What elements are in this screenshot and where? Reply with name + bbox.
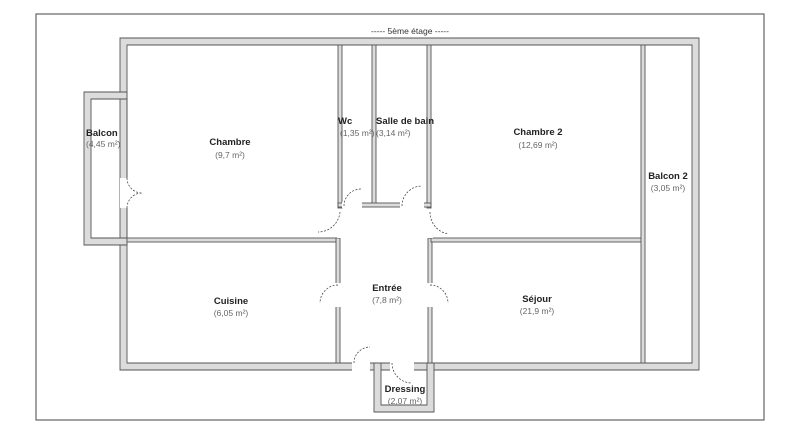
wall-chambre-cuisine: [126, 237, 339, 243]
room-area-sejour: (21,9 m²): [520, 306, 555, 316]
door-swing-dressing: [391, 362, 413, 384]
wall-sdb-chambre2: [426, 44, 432, 209]
wall-balcon2: [640, 44, 646, 364]
room-area-cuisine: (6,05 m²): [214, 308, 249, 318]
room-name-balcon2: Balcon 2: [648, 171, 688, 182]
outer-wall: [119, 37, 700, 371]
door-swing-chambre: [317, 211, 341, 233]
door-swing-entree: [353, 346, 371, 364]
gap-balcon: [120, 178, 128, 208]
room-area-entree: (7,8 m²): [372, 295, 402, 305]
room-name-cuisine: Cuisine: [214, 296, 248, 307]
room-area-balcon2: (3,05 m²): [651, 183, 686, 193]
door-swing-sdb: [401, 185, 423, 207]
room-name-salle-de-bain: Salle de bain: [376, 116, 434, 127]
room-area-chambre: (9,7 m²): [215, 150, 245, 160]
room-name-entree: Entrée: [372, 283, 402, 294]
room-name-wc: Wc: [338, 116, 352, 127]
room-area-wc: (1,35 m²): [340, 128, 375, 138]
gap-wc: [342, 202, 362, 208]
door-swing-cuisine: [319, 284, 339, 304]
gap-sejour: [427, 283, 433, 307]
page-frame: [35, 13, 765, 421]
door-swing-sejour: [429, 284, 449, 304]
gap-dressing: [390, 362, 414, 371]
walls: [83, 37, 700, 413]
room-name-dressing: Dressing: [385, 384, 426, 395]
room-name-balcon: Balcon: [86, 128, 118, 139]
wall-chambre-wc: [337, 44, 343, 209]
floor-title: ----- 5ème étage -----: [371, 26, 449, 36]
room-area-dressing: (2,07 m²): [388, 396, 423, 406]
wall-wc-entree: [337, 202, 432, 208]
door-gaps: [120, 178, 433, 371]
door-swings: [126, 177, 449, 384]
room-area-salle-de-bain: (3,14 m²): [376, 128, 411, 138]
wall-chambre2-sejour: [430, 237, 643, 243]
gap-chambre: [337, 210, 343, 238]
room-labels: Balcon (4,45 m²) Chambre (9,7 m²) Wc (1,…: [86, 116, 688, 406]
room-area-balcon: (4,45 m²): [86, 139, 121, 149]
door-swing-balcon: [126, 177, 143, 209]
room-area-chambre2: (12,69 m²): [518, 140, 557, 150]
door-swing-chambre2: [429, 211, 449, 235]
room-name-chambre2: Chambre 2: [513, 127, 562, 138]
gap-sdb: [400, 202, 424, 208]
gap-chambre2: [427, 210, 433, 238]
gap-cuisine: [335, 283, 341, 307]
room-name-chambre: Chambre: [209, 137, 250, 148]
gap-entree-bottom: [352, 362, 370, 371]
room-name-sejour: Séjour: [522, 294, 552, 305]
